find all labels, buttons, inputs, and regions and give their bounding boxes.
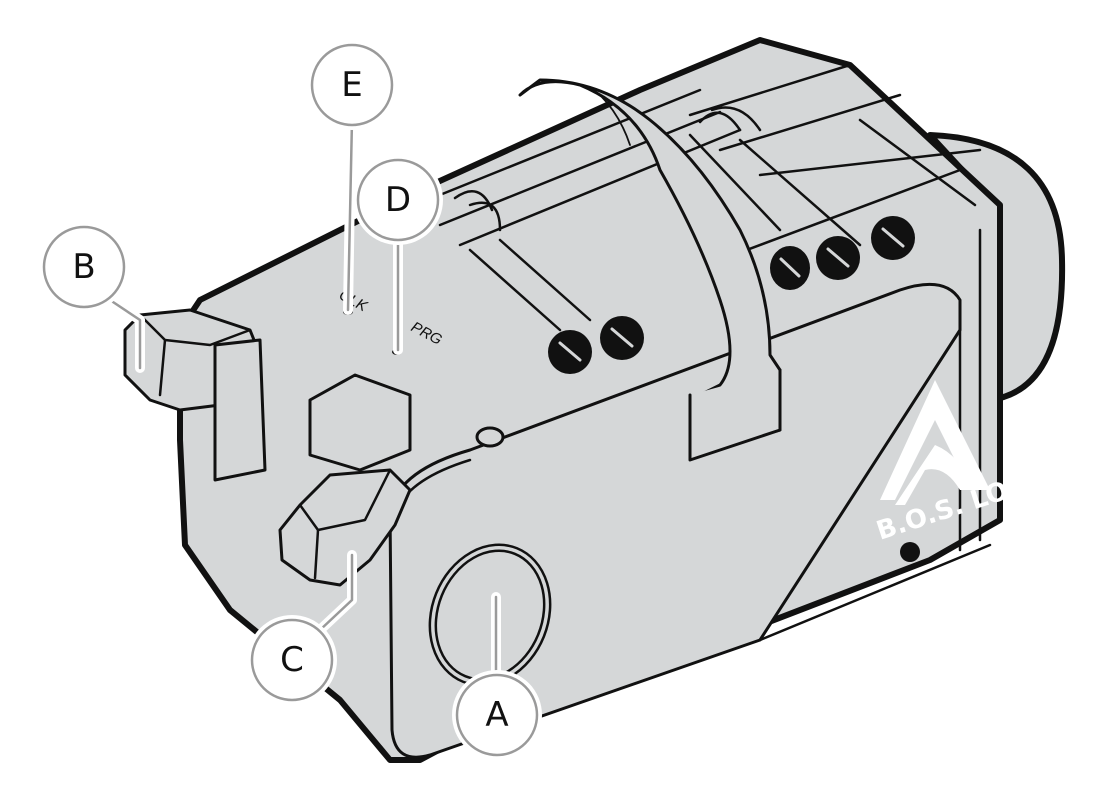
top-rails bbox=[413, 63, 982, 332]
left-clamp-jaw bbox=[123, 308, 267, 482]
screw-3 bbox=[770, 246, 810, 290]
callout-label-b: B bbox=[72, 247, 95, 287]
callout-B: B bbox=[39, 222, 129, 312]
lower-clamp-jaw bbox=[278, 373, 412, 587]
callout-label-d: D bbox=[385, 180, 411, 220]
screws bbox=[475, 216, 920, 562]
callout-leaders bbox=[105, 67, 501, 685]
screw-1 bbox=[548, 330, 592, 374]
strap-handle bbox=[518, 78, 782, 462]
callout-label-a: A bbox=[485, 695, 508, 735]
side-screw bbox=[900, 542, 920, 562]
screw-4 bbox=[816, 236, 860, 280]
screw-2 bbox=[600, 316, 644, 360]
screw-5 bbox=[871, 216, 915, 260]
callout-label-c: C bbox=[280, 640, 304, 680]
callout-label-e: E bbox=[341, 65, 362, 105]
callout-C: C bbox=[247, 615, 337, 705]
pin bbox=[475, 426, 505, 448]
callout-D: D bbox=[353, 155, 443, 245]
round-button bbox=[428, 543, 552, 687]
callout-A: A bbox=[452, 670, 542, 760]
callout-E: E bbox=[307, 40, 397, 130]
